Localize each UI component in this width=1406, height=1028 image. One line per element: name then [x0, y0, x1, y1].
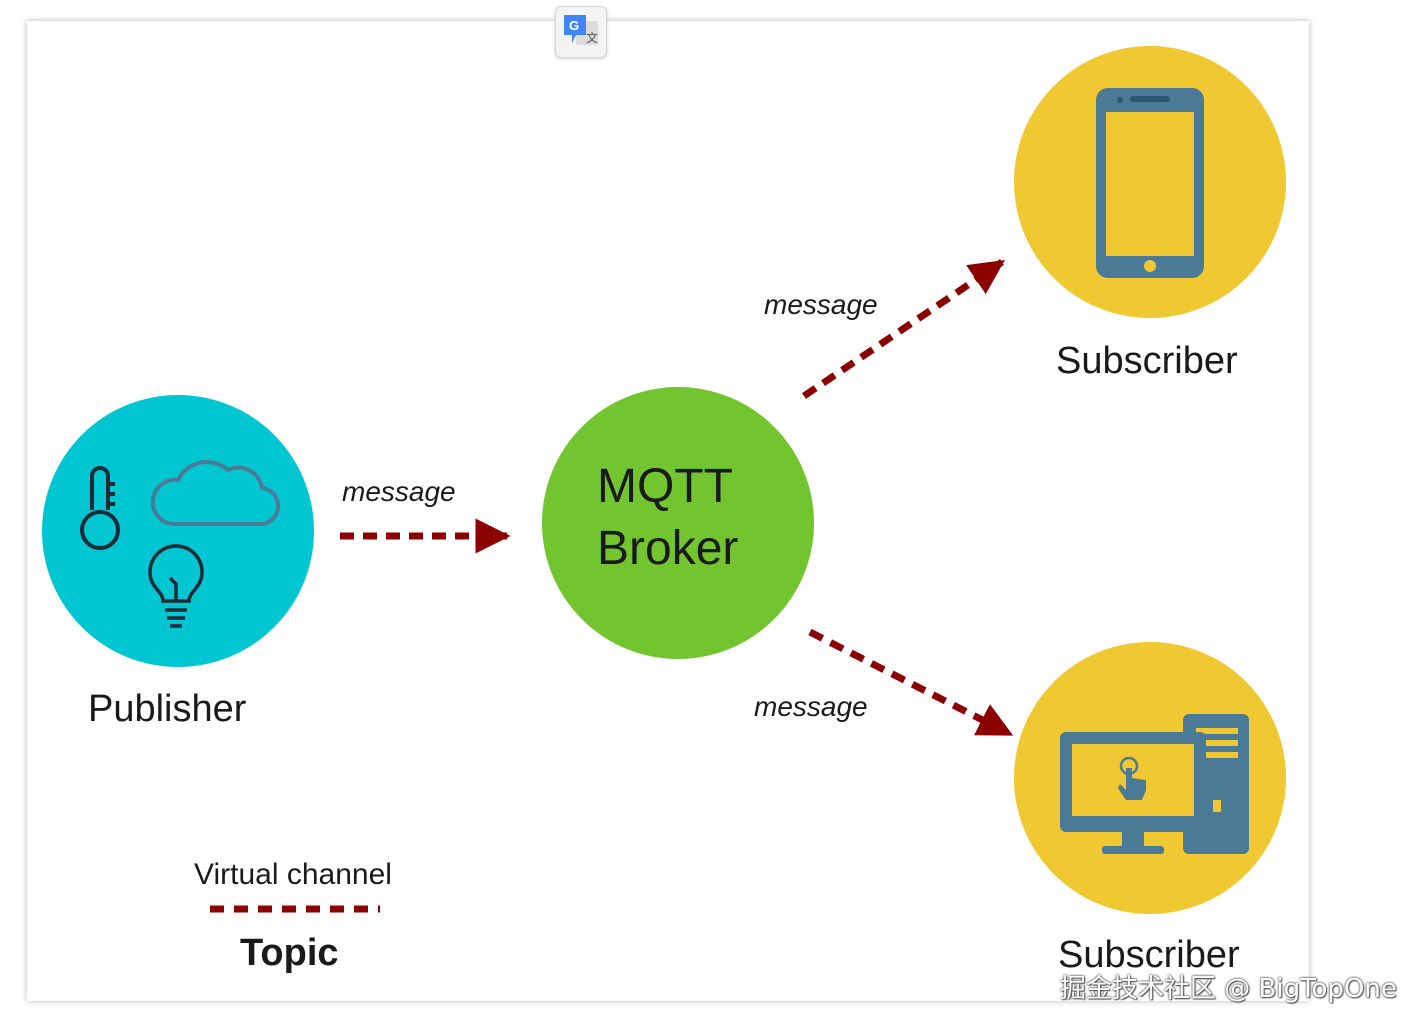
- desktop-computer-icon: [1060, 714, 1249, 854]
- arrow-broker-to-subscriber-top: [802, 259, 1005, 399]
- google-translate-button[interactable]: G 文: [555, 6, 607, 58]
- message-label-lower: message: [754, 691, 868, 722]
- legend-topic: Topic: [240, 932, 339, 974]
- publisher-label: Publisher: [88, 688, 247, 730]
- message-label-upper: message: [764, 289, 878, 320]
- publisher-node: [42, 395, 314, 667]
- svg-text:文: 文: [586, 30, 598, 45]
- broker-label-line2: Broker: [597, 522, 739, 575]
- subscriber-bottom-label: Subscriber: [1058, 934, 1240, 976]
- smartphone-icon: [1096, 88, 1204, 278]
- arrow-broker-to-subscriber-bottom: [808, 628, 1014, 738]
- thermometer-icon: [80, 466, 120, 550]
- svg-text:G: G: [569, 18, 579, 33]
- broker-node: [542, 387, 814, 659]
- google-translate-icon: G 文: [564, 15, 598, 45]
- broker-label-line1: MQTT: [597, 460, 733, 513]
- watermark: 掘金技术社区 @ BigTopOne: [1060, 974, 1397, 1004]
- subscriber-top-label: Subscriber: [1056, 340, 1238, 382]
- message-label-left: message: [342, 476, 456, 507]
- lightbulb-icon: [148, 544, 204, 628]
- cloud-icon: [150, 459, 281, 527]
- legend-caption: Virtual channel: [194, 858, 392, 891]
- hand-pointer-icon: [1118, 756, 1146, 800]
